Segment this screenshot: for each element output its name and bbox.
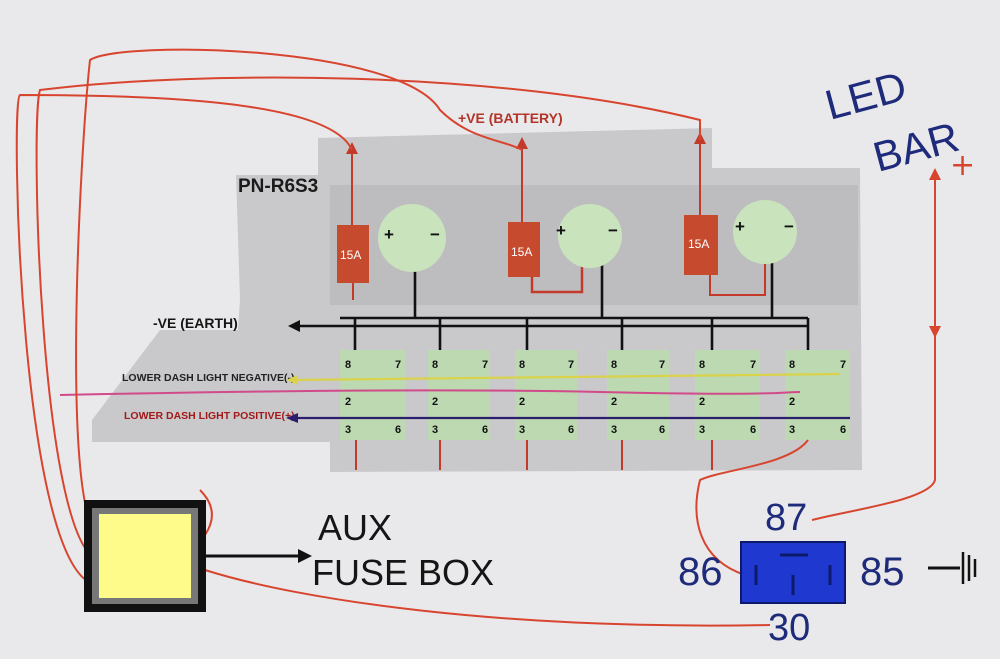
fuse-1-label: 15A xyxy=(340,248,361,262)
svg-text:−: − xyxy=(784,217,794,236)
switch-circle-3 xyxy=(733,200,797,264)
led-label-line1: LED xyxy=(820,62,911,129)
relay-label-87: 87 xyxy=(765,497,807,539)
fuse-2 xyxy=(508,222,540,277)
svg-text:6: 6 xyxy=(482,424,488,436)
svg-text:2: 2 xyxy=(789,396,795,408)
switch-circle-1 xyxy=(378,204,446,272)
led-arrow-up xyxy=(929,168,941,180)
svg-text:3: 3 xyxy=(699,424,705,436)
svg-text:3: 3 xyxy=(519,424,525,436)
fuse-3-label: 15A xyxy=(688,237,709,251)
svg-text:3: 3 xyxy=(611,424,617,436)
relay-label-86: 86 xyxy=(678,550,723,594)
svg-text:7: 7 xyxy=(568,359,574,371)
relay-label-30: 30 xyxy=(768,607,810,649)
svg-text:3: 3 xyxy=(789,424,795,436)
relay-label-85: 85 xyxy=(860,550,905,594)
svg-text:−: − xyxy=(430,225,440,244)
positive-line-label: LOWER DASH LIGHT POSITIVE(+) xyxy=(124,410,295,422)
svg-text:7: 7 xyxy=(659,359,665,371)
svg-text:2: 2 xyxy=(699,396,705,408)
earth-label: -VE (EARTH) xyxy=(153,315,238,331)
svg-text:7: 7 xyxy=(482,359,488,371)
switch-module-4: 8 7 2 3 6 xyxy=(607,350,669,440)
red-wires xyxy=(15,48,936,627)
fuse-1 xyxy=(337,225,369,283)
aux-label-line1: AUX xyxy=(318,507,392,548)
svg-text:7: 7 xyxy=(840,359,846,371)
pink-wire xyxy=(59,389,801,396)
fuse-group-1: 15A + − xyxy=(337,142,446,300)
svg-text:2: 2 xyxy=(519,396,525,408)
svg-text:8: 8 xyxy=(432,359,438,371)
svg-text:−: − xyxy=(608,221,618,240)
svg-text:7: 7 xyxy=(750,359,756,371)
led-plus-sign: + xyxy=(950,148,975,183)
model-title: PN-R6S3 xyxy=(238,176,318,197)
svg-text:2: 2 xyxy=(345,396,351,408)
svg-text:8: 8 xyxy=(699,359,705,371)
switch-modules: 8 7 2 3 6 8 7 2 3 6 8 7 2 3 6 8 7 2 3 6 8 7 2 3 6 8 7 2 3… xyxy=(340,350,850,440)
svg-text:8: 8 xyxy=(611,359,617,371)
led-arrow-down xyxy=(929,326,941,338)
switch-module-3: 8 7 2 3 6 xyxy=(515,350,577,440)
aux-arrow-head xyxy=(298,549,312,563)
svg-text:+: + xyxy=(384,225,394,244)
svg-text:8: 8 xyxy=(519,359,525,371)
switch-circle-2 xyxy=(558,204,622,268)
fuse-3 xyxy=(684,215,718,275)
svg-text:6: 6 xyxy=(840,424,846,436)
relay-pins xyxy=(754,553,832,595)
negative-line-label: LOWER DASH LIGHT NEGATIVE(-) xyxy=(122,372,294,384)
negative-line-yellow xyxy=(291,372,841,382)
aux-fuse-box-inner xyxy=(99,514,191,598)
switch-module-2: 8 7 2 3 6 xyxy=(428,350,490,440)
svg-text:+: + xyxy=(556,221,566,240)
svg-text:8: 8 xyxy=(345,359,351,371)
svg-text:6: 6 xyxy=(659,424,665,436)
svg-text:7: 7 xyxy=(395,359,401,371)
aux-label-line2: FUSE BOX xyxy=(312,552,494,593)
svg-text:6: 6 xyxy=(568,424,574,436)
svg-text:2: 2 xyxy=(611,396,617,408)
svg-text:3: 3 xyxy=(432,424,438,436)
svg-text:2: 2 xyxy=(432,396,438,408)
fuse-2-label: 15A xyxy=(511,245,532,259)
earth-arrow-head xyxy=(288,320,300,332)
switch-module-6: 8 7 2 3 6 xyxy=(785,350,850,440)
svg-text:6: 6 xyxy=(750,424,756,436)
switch-module-1: 8 7 2 3 6 xyxy=(340,350,405,440)
ground-symbol xyxy=(961,552,977,584)
svg-text:6: 6 xyxy=(395,424,401,436)
pin-leads xyxy=(355,440,713,470)
svg-text:3: 3 xyxy=(345,424,351,436)
svg-text:8: 8 xyxy=(789,359,795,371)
battery-label: +VE (BATTERY) xyxy=(458,110,563,126)
fuse-group-2: 15A + − xyxy=(508,137,622,294)
switch-module-5: 8 7 2 3 6 xyxy=(695,350,760,440)
svg-text:+: + xyxy=(735,217,745,236)
